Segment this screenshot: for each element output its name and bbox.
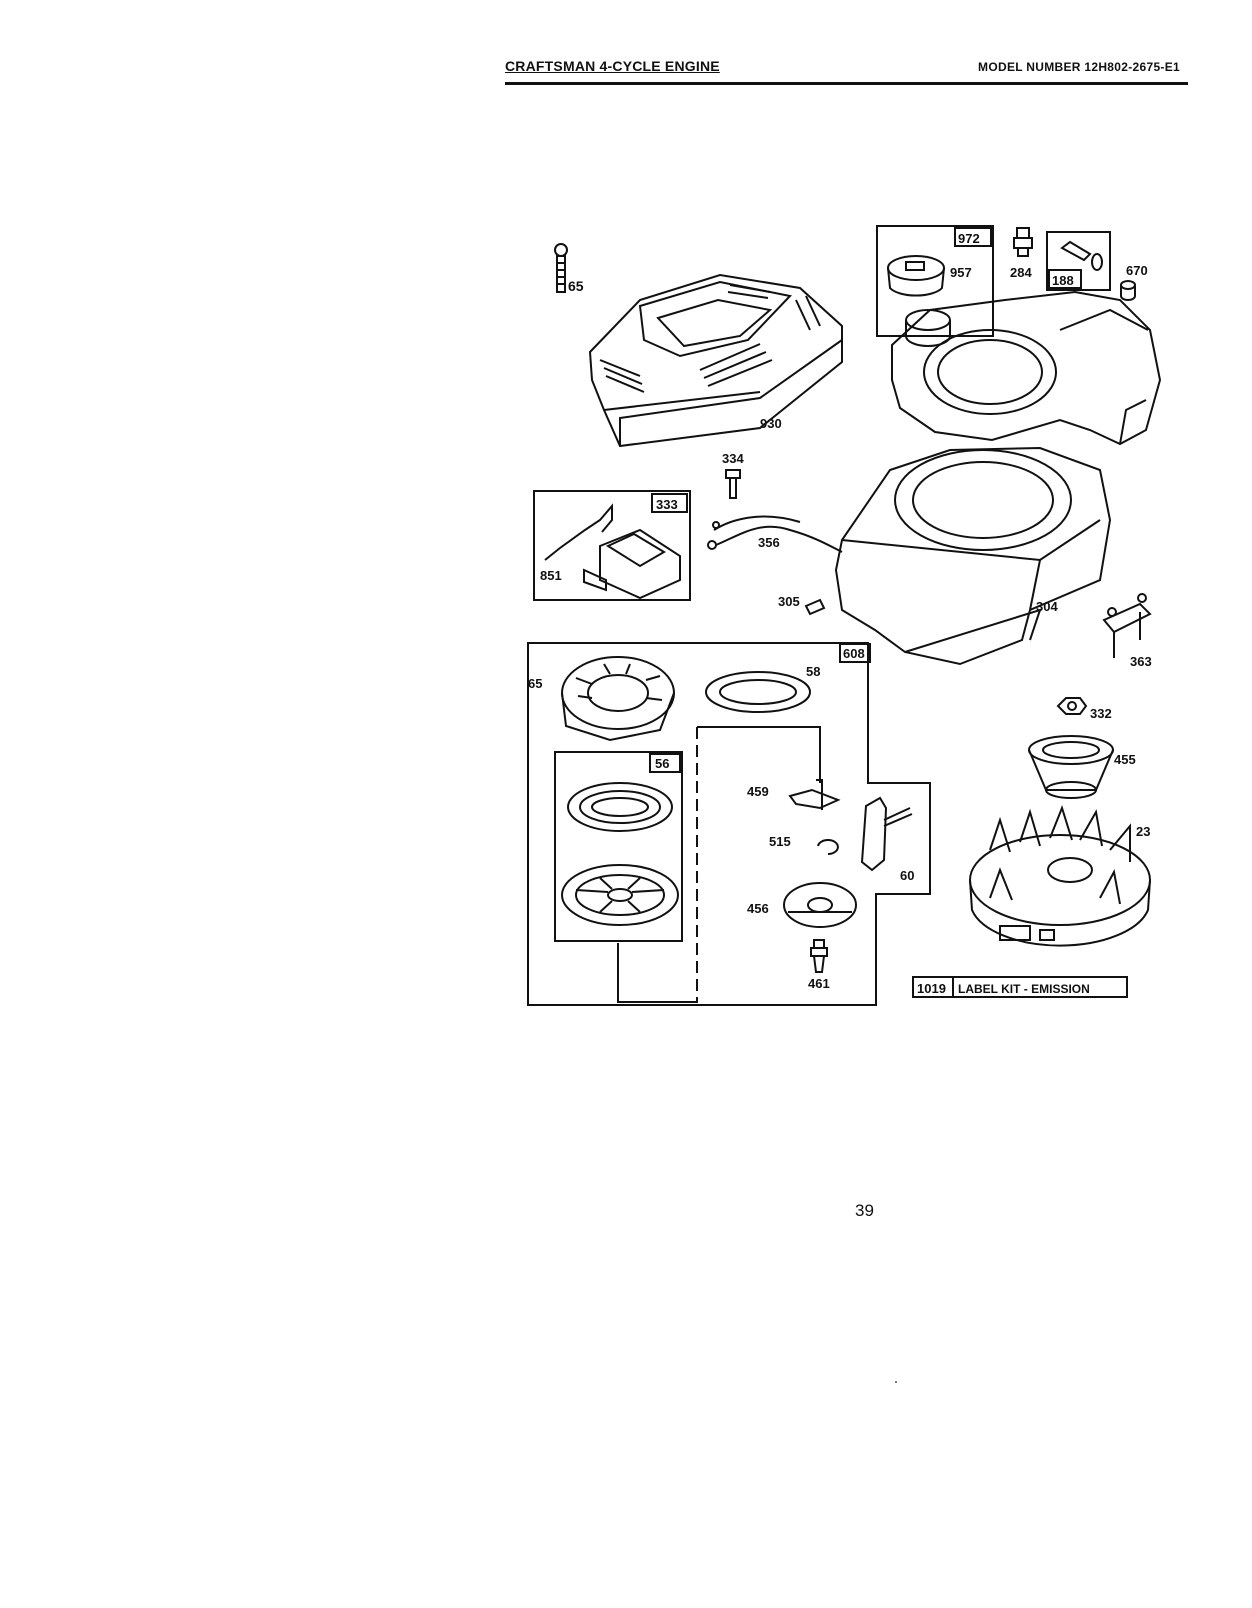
- model-number: MODEL NUMBER 12H802-2675-E1: [978, 60, 1180, 74]
- screw-334-drawing: [725, 469, 741, 499]
- engine-title: CRAFTSMAN 4-CYCLE ENGINE: [505, 58, 720, 74]
- part-670-drawing: [1120, 280, 1136, 301]
- callout-188: 188: [1052, 273, 1074, 288]
- ground-wire-356-drawing: [707, 515, 843, 553]
- label-kit-text: LABEL KIT - EMISSION: [958, 982, 1090, 996]
- callout-284: 284: [1010, 265, 1032, 280]
- clip-515-drawing: [817, 839, 839, 855]
- starter-connector-line: [617, 943, 697, 1003]
- callout-60: 60: [900, 868, 914, 883]
- box-333-tag: [651, 493, 688, 513]
- part-188-drawing: [1060, 240, 1103, 271]
- callout-515: 515: [769, 834, 791, 849]
- callout-23: 23: [1136, 824, 1150, 839]
- callout-334: 334: [722, 451, 744, 466]
- box-972-tag: [954, 227, 992, 247]
- box-188-tag: [1048, 269, 1082, 289]
- retainer-456-drawing: [783, 882, 857, 928]
- callout-65-starter: 65: [528, 676, 542, 691]
- box-188: [1046, 231, 1111, 291]
- screw-305-drawing: [804, 598, 826, 616]
- callout-459: 459: [747, 784, 769, 799]
- callout-305: 305: [778, 594, 800, 609]
- screw-461-drawing: [810, 939, 828, 973]
- starter-cover-65-drawing: [561, 656, 675, 742]
- page-number: 39: [855, 1201, 874, 1220]
- pawl-459-drawing: [788, 779, 841, 810]
- callout-363: 363: [1130, 654, 1152, 669]
- pulley-drawing: [561, 864, 679, 926]
- nut-332-drawing: [1056, 697, 1088, 715]
- callout-304: 304: [1036, 599, 1058, 614]
- callout-972: 972: [958, 231, 980, 246]
- starter-group-608-outline: [527, 642, 931, 1006]
- shroud-304-drawing: [834, 446, 1112, 666]
- label-kit-number: 1019: [917, 981, 946, 996]
- starter-leader-line: [697, 726, 821, 783]
- callout-455: 455: [1114, 752, 1136, 767]
- cup-455-drawing: [1028, 735, 1114, 799]
- callout-333: 333: [656, 497, 678, 512]
- blower-housing-drawing: [891, 290, 1162, 446]
- box-608-tag: [839, 643, 871, 663]
- box-56-tag: [649, 753, 681, 773]
- box-333: [533, 490, 691, 601]
- box-972: [876, 225, 994, 337]
- scan-speck: [895, 1381, 897, 1383]
- fuel-cap-957-drawing: [887, 255, 945, 297]
- callout-456: 456: [747, 901, 769, 916]
- callout-356: 356: [758, 535, 780, 550]
- callout-461: 461: [808, 976, 830, 991]
- callout-957: 957: [950, 265, 972, 280]
- callout-332: 332: [1090, 706, 1112, 721]
- armature-851-drawing: [544, 503, 681, 600]
- fitting-284-drawing: [1013, 227, 1033, 257]
- flywheel-23-drawing: [969, 805, 1151, 947]
- callout-930: 930: [760, 416, 782, 431]
- callout-851: 851: [540, 568, 562, 583]
- bracket-363-drawing: [1102, 593, 1152, 658]
- box-56: [554, 751, 683, 942]
- rope-58-drawing: [705, 671, 811, 713]
- callout-56: 56: [655, 756, 669, 771]
- label-kit-box: [912, 976, 1128, 998]
- spring-56-drawing: [567, 782, 673, 832]
- callout-608: 608: [843, 646, 865, 661]
- page-header: CRAFTSMAN 4-CYCLE ENGINE MODEL NUMBER 12…: [505, 56, 1188, 85]
- callout-58: 58: [806, 664, 820, 679]
- engine-cover-930-drawing: [588, 273, 843, 448]
- handle-60-drawing: [860, 796, 913, 872]
- screw-65-drawing: [554, 243, 568, 293]
- callout-65-top: 65: [568, 278, 584, 294]
- callout-670: 670: [1126, 263, 1148, 278]
